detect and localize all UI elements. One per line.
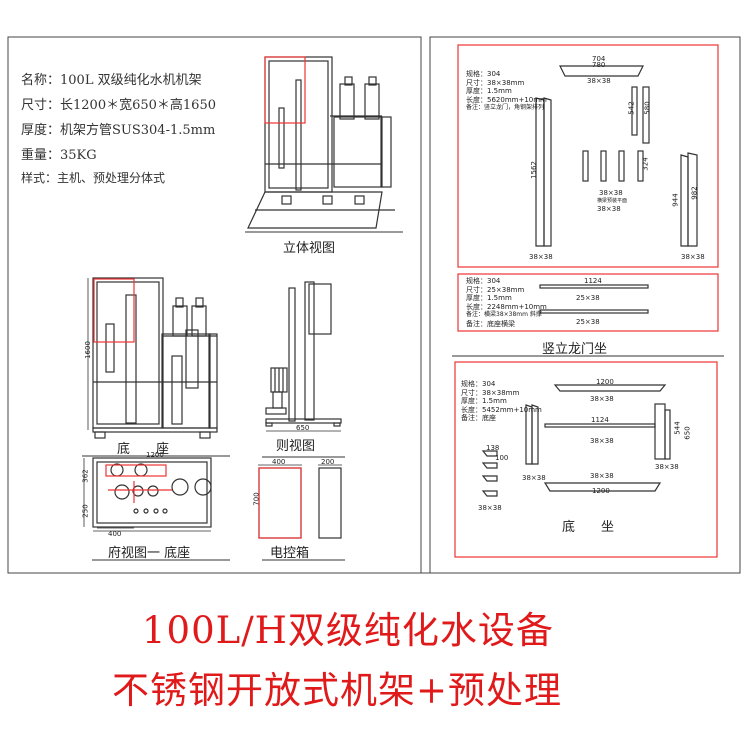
dim-top-h2: 250 bbox=[81, 504, 90, 518]
title-line-2: 不锈钢开放式机架+预处理 bbox=[112, 669, 563, 712]
dim-label: 38×38 bbox=[590, 437, 614, 445]
dim-base-height: 1600 bbox=[83, 341, 92, 359]
note-line: 长度：5620mm+10mm bbox=[466, 95, 547, 104]
upright-notes: 规格：304 尺寸：38×38mm 厚度：1.5mm 长度：5620mm+10m… bbox=[466, 70, 547, 113]
dim-label: 580 bbox=[643, 101, 652, 115]
label-iso-view: 立体视图 bbox=[283, 241, 336, 256]
dim-ctrl-height: 700 bbox=[252, 492, 261, 506]
dim-label: 780 bbox=[592, 61, 606, 69]
base-parts bbox=[481, 384, 671, 497]
dim-label: 38×38 bbox=[529, 253, 553, 261]
note-line: 备注：竖立龙门，角钢架排列 bbox=[466, 104, 545, 111]
dim-label: 38×38 bbox=[587, 77, 611, 85]
dim-label: 38×38 bbox=[681, 253, 705, 261]
note-line: 备注：底座横梁 bbox=[466, 319, 515, 328]
dim-label: 38×38 bbox=[599, 189, 623, 197]
dim-label: 1124 bbox=[591, 416, 609, 424]
label-top-view: 府视图一 底座 bbox=[108, 546, 191, 561]
gantry-notes: 规格：304 尺寸：25×38mm 厚度：1.5mm 长度：2248mm+10m… bbox=[466, 277, 547, 328]
label-base-parts: 底 坐 bbox=[562, 520, 615, 535]
note-line: 厚度：1.5mm bbox=[466, 294, 512, 302]
spec-weight: 重量：35KG bbox=[21, 148, 97, 163]
dim-label: 324 bbox=[641, 157, 650, 171]
title-line-1: 100L/H双级纯化水设备 bbox=[142, 609, 554, 652]
dim-label: 544 bbox=[673, 421, 682, 435]
dim-label: 38×38 bbox=[655, 463, 679, 471]
dim-label: 25×38 bbox=[576, 318, 600, 326]
note-line: 长度：5452mm+10mm bbox=[461, 405, 542, 414]
note-line: 规格：304 bbox=[466, 70, 501, 78]
dim-label: 650 bbox=[683, 426, 692, 440]
dim-ctrl-w2: 200 bbox=[321, 458, 335, 466]
dim-label: 100 bbox=[495, 454, 509, 462]
dim-label: 38×38 bbox=[590, 395, 614, 403]
dim-top-h1: 362 bbox=[81, 469, 90, 483]
note-line: 厚度：1.5mm bbox=[461, 397, 507, 405]
top-view bbox=[92, 457, 212, 528]
base-notes: 规格：304 尺寸：38×38mm 厚度：1.5mm 长度：5452mm+10m… bbox=[461, 380, 542, 423]
note-line: 尺寸：38×38mm bbox=[461, 388, 520, 397]
small-note: 横梁预装平面 bbox=[597, 198, 628, 204]
dim-label: 25×38 bbox=[576, 294, 600, 302]
dim-label: 1200 bbox=[596, 378, 614, 386]
dim-label: 704 bbox=[592, 55, 606, 63]
dim-label: 38×38 bbox=[522, 474, 546, 482]
dim-label: 982 bbox=[690, 186, 699, 200]
dim-label: 944 bbox=[671, 193, 680, 207]
dim-label: 542 bbox=[627, 101, 636, 115]
note-line: 尺寸：38×38mm bbox=[466, 78, 525, 87]
dim-label: 1562 bbox=[529, 161, 538, 179]
dim-label: 1200 bbox=[592, 487, 610, 495]
side-view bbox=[265, 281, 342, 427]
label-base-view: 底 座 bbox=[117, 442, 170, 457]
dim-label: 38×38 bbox=[597, 205, 621, 213]
control-box bbox=[258, 467, 342, 539]
note-line: 备注：横梁38×38mm 斜撑 bbox=[466, 311, 542, 318]
note-line: 规格：304 bbox=[461, 380, 496, 388]
dim-label: 38×38 bbox=[590, 472, 614, 480]
label-side-view: 则视图 bbox=[276, 439, 316, 454]
note-line: 长度：2248mm+10mm bbox=[466, 302, 547, 311]
note-line: 尺寸：25×38mm bbox=[466, 285, 525, 294]
note-line: 厚度：1.5mm bbox=[466, 87, 512, 95]
dim-label: 38×38 bbox=[478, 504, 502, 512]
label-gantry: 竖立龙门坐 bbox=[542, 342, 608, 357]
iso-view bbox=[247, 56, 395, 229]
dim-side-width: 650 bbox=[296, 424, 310, 432]
note-line: 备注：底座 bbox=[461, 414, 496, 422]
spec-name: 名称：100L 双级纯化水机机架 bbox=[21, 73, 202, 88]
spec-style: 样式：主机、预处理分体式 bbox=[21, 171, 166, 185]
note-line: 规格：304 bbox=[466, 277, 501, 285]
dim-ctrl-w1: 400 bbox=[272, 458, 286, 466]
dim-label: 138 bbox=[486, 444, 500, 452]
dim-top-width: 1200 bbox=[146, 451, 164, 459]
label-control-box: 电控箱 bbox=[270, 546, 310, 561]
upright-parts bbox=[535, 65, 698, 247]
spec-size: 尺寸：长1200＊宽650＊高1650 bbox=[21, 98, 216, 113]
base-view bbox=[92, 277, 218, 439]
spec-thickness: 厚度：机架方管SUS304-1.5mm bbox=[21, 123, 216, 138]
dim-top-w2: 400 bbox=[108, 530, 122, 538]
dim-label: 1124 bbox=[584, 277, 602, 285]
